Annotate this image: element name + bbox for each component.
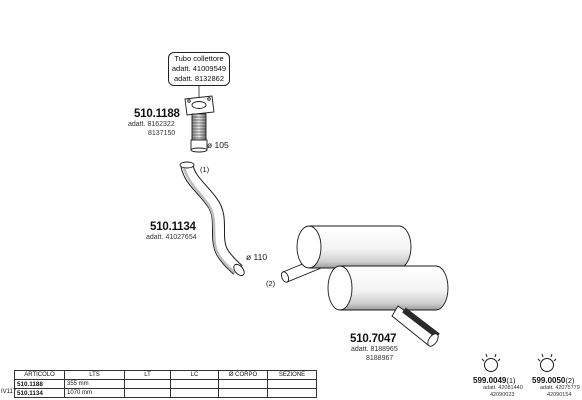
part-ref-510-1134: adatt. 41027654: [146, 234, 197, 241]
table-cell-lts: 1070 mm: [64, 388, 125, 398]
note-mark-2: (2): [266, 279, 276, 288]
clamp-code-599-0050-row[interactable]: 599.0050(2): [532, 377, 575, 385]
part-code-510-7047[interactable]: 510.7047: [350, 333, 397, 345]
diameter-110: ø 110: [246, 252, 268, 262]
callout-line-2: adatt. 8132862: [173, 74, 225, 83]
flex-pipe-510-1188: [184, 95, 215, 153]
table-cell-lt: [124, 379, 171, 389]
part-code-510-1134[interactable]: 510.1134: [150, 221, 196, 233]
part-ref-510-7047-a: adatt. 8188965: [351, 346, 398, 353]
callout-line-1: adatt. 41009549: [171, 64, 227, 73]
bent-pipe-510-1134: [179, 161, 245, 277]
diagram-code-label: IV117: [1, 389, 17, 395]
part-ref-510-1188-a: adatt. 8162322: [128, 121, 175, 128]
table-header-row: ARTICOLO LTS LT LC Ø CORPO SEZIONE: [14, 370, 317, 380]
table-cell-lt: [124, 388, 171, 398]
table-cell-body-diameter: [218, 388, 268, 398]
part-ref-510-1188-b: 8137150: [148, 130, 176, 137]
table-header-cell: Ø CORPO: [218, 370, 268, 380]
clamp-code-599-0050: 599.0050: [532, 376, 566, 385]
diameter-105: ø 105: [207, 140, 229, 150]
clamp-ref-599-0049-b: 42090023: [490, 392, 515, 398]
clamp-mark-2: (2): [565, 376, 575, 385]
table-header-cell: LC: [170, 370, 219, 380]
note-mark-1: (1): [200, 165, 210, 174]
table-row: 510.1188 355 mm: [14, 379, 317, 389]
clamp-599-0050-drawing: [537, 353, 557, 372]
table-header-cell: LTS: [64, 370, 125, 380]
specs-table: ARTICOLO LTS LT LC Ø CORPO SEZIONE 510.1…: [14, 370, 317, 398]
table-cell-section: [267, 388, 317, 398]
table-cell-lts: 355 mm: [64, 379, 125, 389]
table-cell-article[interactable]: 510.1134: [14, 388, 65, 398]
muffler-510-7047: [280, 225, 449, 347]
collector-pipe-callout: Tubo collettore adatt. 41009549 adatt. 8…: [168, 52, 230, 86]
table-cell-lc: [170, 379, 219, 389]
clamp-code-599-0049-row[interactable]: 599.0049(1): [473, 377, 516, 385]
table-row: 510.1134 1070 mm: [14, 388, 317, 398]
part-code-510-1188[interactable]: 510.1188: [134, 108, 180, 120]
clamp-599-0049-drawing: [481, 353, 501, 372]
clamp-ref-599-0050-a: adatt. 42075779: [540, 385, 580, 391]
table-header-cell: ARTICOLO: [14, 370, 65, 380]
table-cell-lc: [170, 388, 219, 398]
table-cell-section: [267, 379, 317, 389]
clamp-code-599-0049: 599.0049: [473, 376, 507, 385]
clamp-ref-599-0049-a: adatt. 42081440: [483, 385, 523, 391]
part-ref-510-7047-b: 8188967: [366, 355, 394, 362]
clamp-mark-1: (1): [506, 376, 516, 385]
table-cell-body-diameter: [218, 379, 268, 389]
table-cell-article[interactable]: 510.1188: [14, 379, 65, 389]
table-header-cell: LT: [124, 370, 171, 380]
table-header-cell: SEZIONE: [267, 370, 317, 380]
clamp-ref-599-0050-b: 42090154: [547, 392, 572, 398]
callout-title: Tubo collettore: [174, 54, 224, 63]
